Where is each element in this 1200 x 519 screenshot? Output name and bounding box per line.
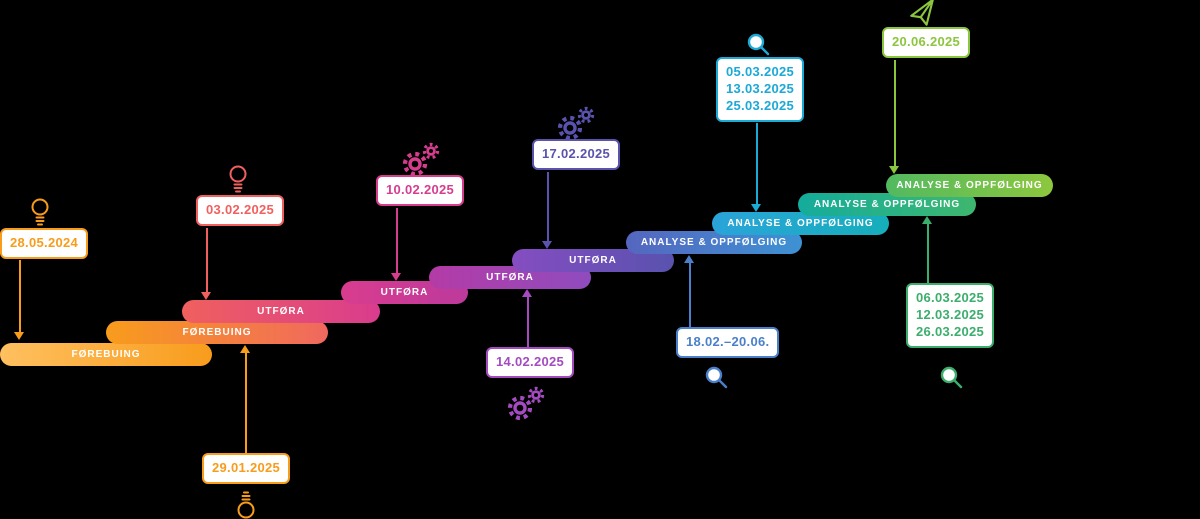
arrow-head-down: [391, 273, 401, 281]
date-label: 05.03.2025 13.03.2025 25.03.2025: [716, 57, 805, 122]
arrow-line: [927, 223, 929, 283]
paper-plane-icon: [905, 0, 944, 34]
date-line: 06.03.2025: [916, 290, 985, 305]
arrow-line: [894, 60, 896, 166]
arrow-line: [547, 172, 549, 241]
arrow-head-down: [751, 204, 761, 212]
magnifier-icon: [745, 31, 771, 57]
arrow-line: [245, 352, 247, 453]
arrow-line: [19, 260, 21, 332]
phase-bar-label: UTFØRA: [486, 272, 534, 283]
phase-bar-label: FØREBUING: [182, 327, 252, 338]
date-label: 10.02.2025: [376, 175, 465, 206]
arrow-head-down: [201, 292, 211, 300]
arrow-head-up: [522, 289, 532, 297]
phase-bar-label: UTFØRA: [380, 287, 429, 298]
phase-bar-forebuing-1: FØREBUING: [0, 343, 212, 366]
phase-bar-label: ANALYSE & OPPFØLGING: [640, 237, 788, 248]
gears-icon: [555, 106, 595, 142]
arrow-line: [206, 228, 208, 292]
arrow-line: [527, 296, 529, 347]
date-label: 18.02.–20.06.: [676, 327, 780, 358]
magnifier-icon: [938, 364, 964, 390]
phase-bar-label: UTFØRA: [569, 255, 617, 266]
phase-bar-analyse-4: ANALYSE & OPPFØLGING: [886, 174, 1053, 197]
lightbulb-icon: [224, 163, 252, 195]
date-line: 25.03.2025: [726, 97, 795, 113]
date-label: 28.05.2024: [0, 228, 89, 259]
lightbulb-icon: [232, 489, 260, 519]
date-line: 12.03.2025: [916, 306, 985, 322]
arrow-line: [756, 123, 758, 204]
lightbulb-icon: [26, 196, 54, 228]
phase-bar-forebuing-2: FØREBUING: [106, 321, 328, 344]
phase-bar-utfora-4: UTFØRA: [512, 249, 674, 272]
phase-bar-label: ANALYSE & OPPFØLGING: [896, 180, 1043, 191]
arrow-head-up: [240, 345, 250, 353]
arrow-head-down: [889, 166, 899, 174]
phase-bar-label: ANALYSE & OPPFØLGING: [813, 199, 961, 210]
date-line: 26.03.2025: [916, 323, 985, 339]
phase-bar-label: ANALYSE & OPPFØLGING: [727, 218, 874, 229]
date-label: 29.01.2025: [202, 453, 291, 484]
arrow-line: [396, 208, 398, 273]
phase-bar-analyse-1: ANALYSE & OPPFØLGING: [626, 231, 802, 254]
date-label: 06.03.2025 12.03.2025 26.03.2025: [906, 283, 995, 348]
phase-bar-analyse-2: ANALYSE & OPPFØLGING: [712, 212, 889, 235]
arrow-head-up: [684, 255, 694, 263]
gears-icon: [400, 142, 440, 178]
date-label: 17.02.2025: [532, 139, 621, 170]
date-label: 03.02.2025: [196, 195, 285, 226]
magnifier-icon: [703, 364, 729, 390]
date-label: 20.06.2025: [882, 27, 971, 58]
gears-icon: [505, 386, 545, 422]
phase-bar-analyse-3: ANALYSE & OPPFØLGING: [798, 193, 976, 216]
arrow-head-down: [14, 332, 24, 340]
phase-bar-label: FØREBUING: [71, 349, 141, 360]
phase-bar-utfora-1: UTFØRA: [182, 300, 380, 323]
arrow-head-up: [922, 216, 932, 224]
phase-bar-label: UTFØRA: [257, 306, 305, 317]
date-line: 05.03.2025: [726, 64, 795, 79]
arrow-head-down: [542, 241, 552, 249]
date-label: 14.02.2025: [486, 347, 575, 378]
arrow-line: [689, 262, 691, 327]
date-line: 13.03.2025: [726, 80, 795, 96]
